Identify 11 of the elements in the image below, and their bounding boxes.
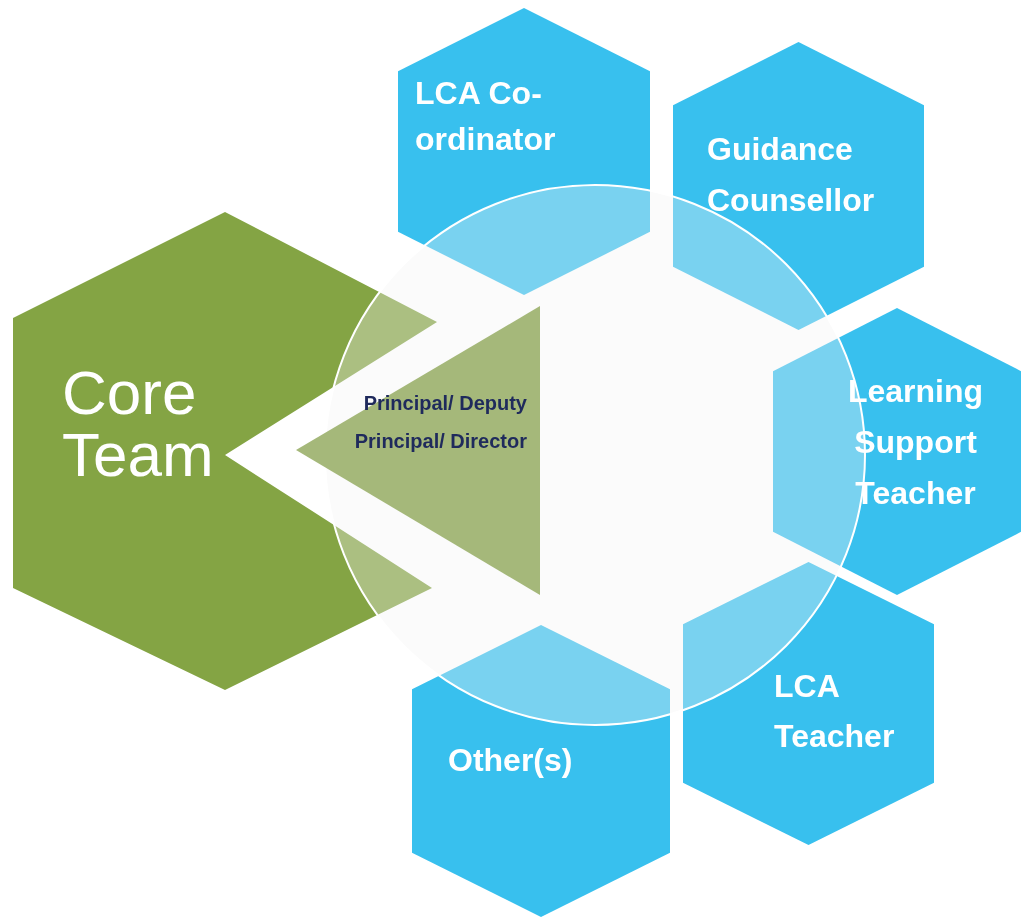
role-label: LCA Teacher — [774, 667, 896, 756]
role-label: LCA Co-ordinator — [415, 74, 557, 160]
hexagon — [398, 8, 650, 295]
hexagon — [773, 308, 1021, 595]
hexagon — [412, 625, 670, 917]
hexagon — [683, 562, 934, 845]
role-label: Core Team — [62, 362, 215, 486]
role-label: Other(s) — [448, 741, 574, 780]
role-label: Guidance Counsellor — [707, 130, 876, 221]
hexagon — [673, 42, 924, 330]
triangle — [296, 306, 540, 595]
